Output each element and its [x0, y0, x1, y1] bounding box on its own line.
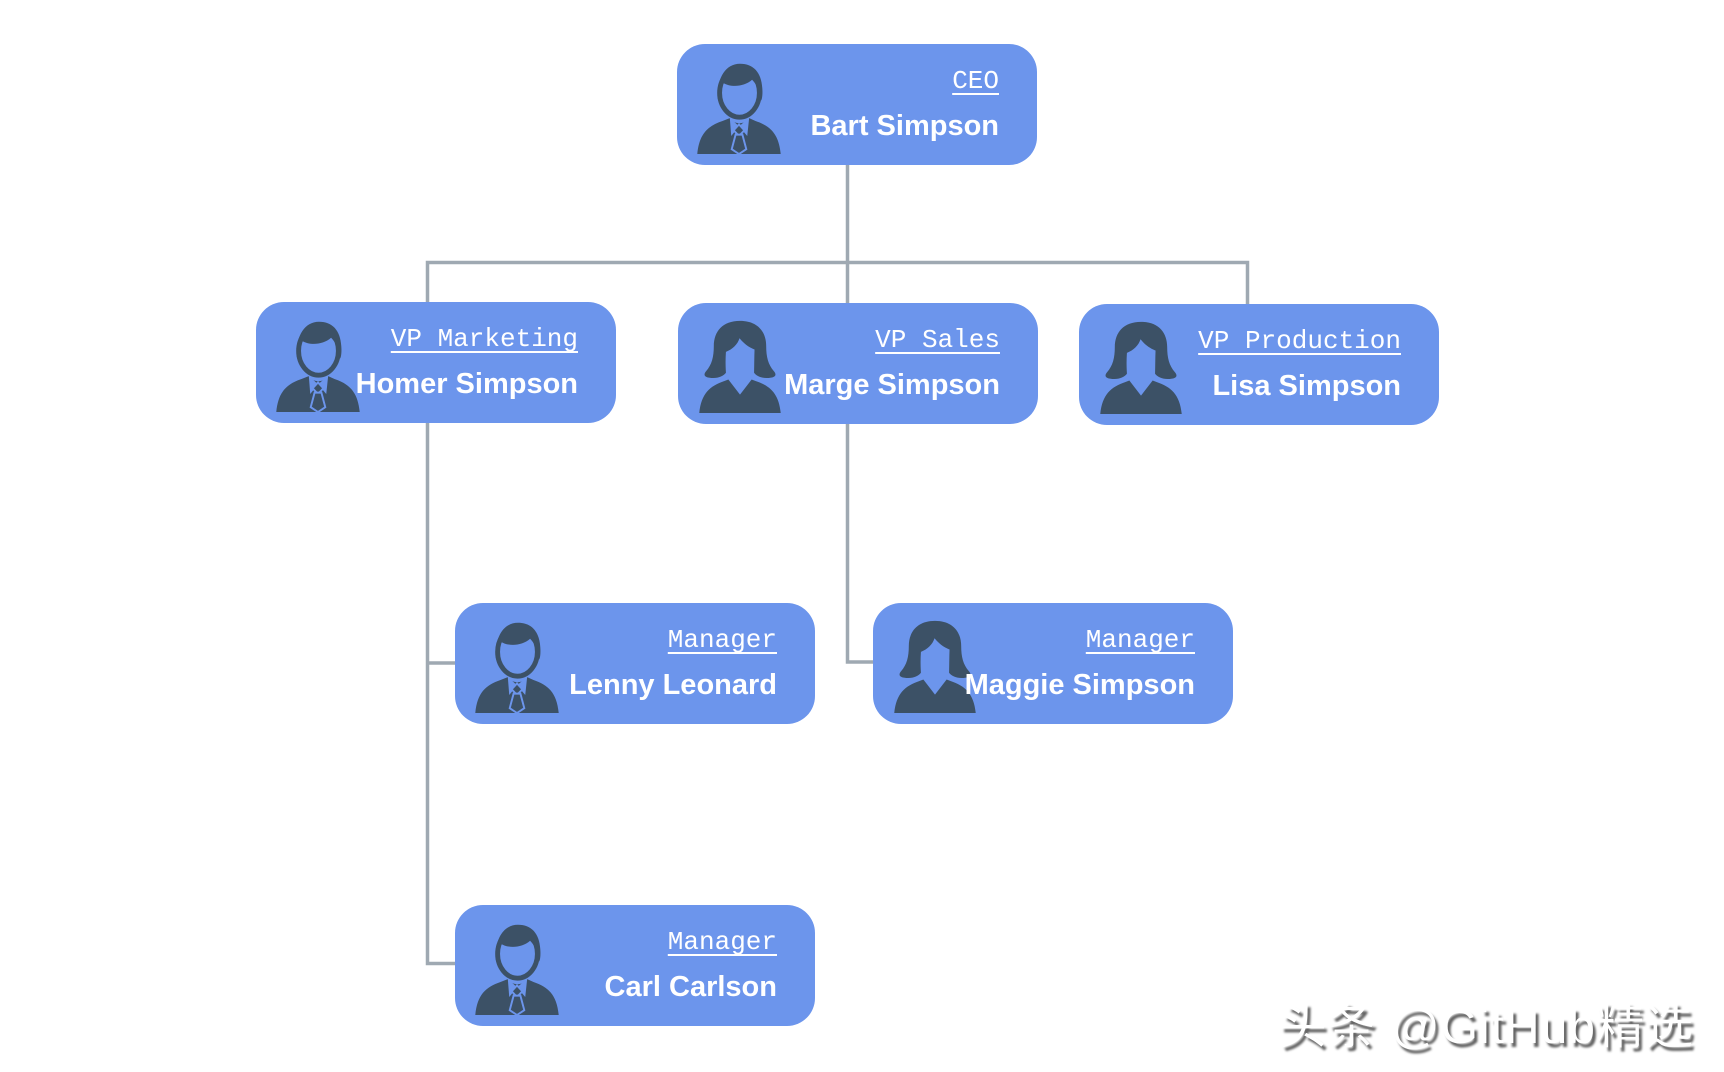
- connector-ceo-bus: [425, 260, 1250, 305]
- node-name: Bart Simpson: [810, 110, 999, 142]
- node-text: Manager Lenny Leonard: [569, 603, 777, 724]
- org-node-manager-carl[interactable]: Manager Carl Carlson: [455, 905, 815, 1026]
- node-title-link[interactable]: Manager: [667, 625, 777, 655]
- node-text: VP Production Lisa Simpson: [1198, 304, 1401, 425]
- node-text: Manager Maggie Simpson: [965, 603, 1195, 724]
- node-title-link[interactable]: VP Sales: [875, 325, 1000, 355]
- female-avatar-icon: [693, 316, 787, 413]
- node-title-link[interactable]: CEO: [952, 66, 999, 96]
- node-title-link[interactable]: VP Marketing: [390, 324, 578, 354]
- node-name: Lisa Simpson: [1212, 370, 1401, 402]
- female-avatar-icon: [1094, 317, 1188, 414]
- node-name: Carl Carlson: [604, 971, 777, 1003]
- node-text: Manager Carl Carlson: [605, 905, 777, 1026]
- male-avatar-icon: [692, 57, 786, 154]
- node-text: CEO Bart Simpson: [810, 44, 999, 165]
- node-name: Marge Simpson: [784, 369, 1000, 401]
- node-text: VP Sales Marge Simpson: [784, 303, 1000, 424]
- org-node-vp-marketing[interactable]: VP Marketing Homer Simpson: [256, 302, 616, 423]
- node-title-link[interactable]: Manager: [1085, 625, 1195, 655]
- male-avatar-icon: [271, 315, 365, 412]
- node-name: Lenny Leonard: [569, 669, 777, 701]
- node-name: Homer Simpson: [355, 368, 578, 400]
- org-node-ceo[interactable]: CEO Bart Simpson: [677, 44, 1037, 165]
- watermark-text: 头条 @GitHub精选: [1278, 1001, 1694, 1054]
- connector-vp-sales-to-maggie: [845, 420, 875, 664]
- connector-vp-marketing-to-carl: [425, 420, 457, 966]
- node-text: VP Marketing Homer Simpson: [356, 302, 578, 423]
- node-name: Maggie Simpson: [964, 669, 1195, 701]
- node-title-link[interactable]: Manager: [667, 927, 777, 957]
- org-node-vp-sales[interactable]: VP Sales Marge Simpson: [678, 303, 1038, 424]
- male-avatar-icon: [470, 918, 564, 1015]
- org-node-vp-production[interactable]: VP Production Lisa Simpson: [1079, 304, 1439, 425]
- male-avatar-icon: [470, 616, 564, 713]
- org-node-manager-lenny[interactable]: Manager Lenny Leonard: [455, 603, 815, 724]
- node-title-link[interactable]: VP Production: [1198, 326, 1401, 356]
- org-node-manager-maggie[interactable]: Manager Maggie Simpson: [873, 603, 1233, 724]
